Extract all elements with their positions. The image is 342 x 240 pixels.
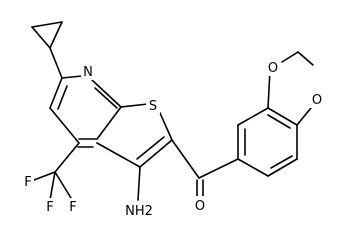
bond-c2-carbonyl: [171, 139, 200, 179]
bond-n1-c7a-a: [91, 79, 122, 108]
atom-labels: N S F F F NH2 O O O: [22, 58, 325, 219]
atom-f1: F: [24, 175, 31, 190]
bond-carbonyl-aryl: [198, 158, 239, 179]
atom-f2: F: [46, 200, 53, 215]
bond-ar-2b: [270, 155, 293, 169]
bond-c3-nh2: [137, 166, 141, 201]
bond-ar-5: [237, 107, 269, 126]
bond-ch2-o-right: [297, 51, 314, 66]
bond-cf3-f3: [54, 171, 72, 199]
bond-cyclopropyl-to-ring: [49, 47, 63, 79]
bond-c2-c3-a: [139, 139, 173, 168]
bond-c7a-s1: [120, 103, 149, 108]
bond-c4-cf3: [54, 142, 80, 173]
bond-cyclopropyl-2: [31, 21, 63, 28]
bond-c5-c6-a: [49, 77, 63, 109]
bond-ar-2: [267, 158, 298, 177]
bond-c3-c3a: [96, 142, 141, 168]
bond-c4-c5: [49, 107, 80, 144]
bond-c2-c3-b: [136, 136, 165, 160]
bond-cyclopropyl-3: [49, 21, 63, 49]
bond-cf3-f2: [49, 171, 56, 201]
chemical-structure-diagram: N S F F F NH2 O O O: [22, 21, 325, 219]
bond-cf3-f1: [33, 171, 56, 181]
bond-ar-4: [267, 107, 298, 126]
bonds: [31, 21, 316, 201]
atom-o-keto: O: [195, 199, 205, 214]
bond-cyclopropyl-1: [31, 26, 51, 49]
bond-ar-1: [237, 158, 269, 177]
bond-n1-c7a-b: [94, 87, 118, 109]
atom-n1: N: [83, 65, 93, 80]
atom-s1: S: [149, 99, 157, 114]
bond-c5-c6-b: [57, 85, 68, 110]
bond-c7a-c3a: [96, 106, 122, 140]
atom-o-dioxole-2: O: [312, 93, 322, 108]
bond-ar-o-top: [267, 69, 271, 109]
atom-o-dioxole-1: O: [268, 61, 278, 76]
bond-o-ch2-top: [281, 51, 299, 63]
bond-ar-4b: [267, 114, 291, 129]
atom-f3: F: [69, 200, 76, 215]
atom-nh2: NH2: [125, 204, 153, 219]
bond-c6-n1: [61, 75, 83, 79]
bond-s1-c2: [159, 112, 173, 141]
